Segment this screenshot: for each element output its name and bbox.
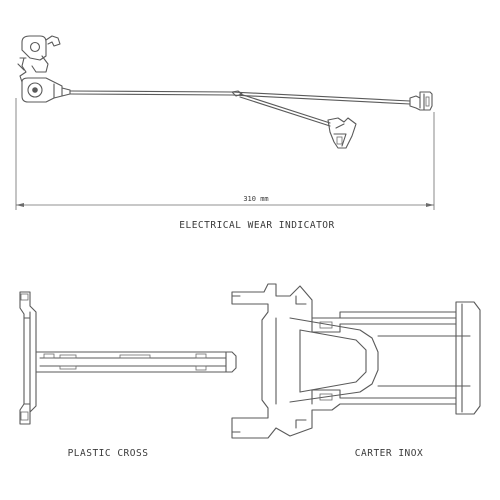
left-caption: PLASTIC CROSS xyxy=(68,448,149,459)
main-caption: ELECTRICAL WEAR INDICATOR xyxy=(179,220,335,231)
upper-connector xyxy=(409,91,433,111)
carter-inox-drawing: CARTER INOX xyxy=(231,283,481,459)
dimension-label: 310 mm xyxy=(243,195,268,203)
lower-connector xyxy=(327,117,357,149)
sensor-head xyxy=(21,77,71,103)
wear-indicator-drawing: 310 mm ELECTRICAL WEAR INDICATOR xyxy=(15,35,435,231)
plastic-cross-drawing: PLASTIC CROSS xyxy=(19,291,237,459)
sensor-clip xyxy=(17,35,61,83)
dimension-line xyxy=(15,98,435,210)
sensor-cable xyxy=(69,90,411,127)
right-caption: CARTER INOX xyxy=(355,448,423,459)
